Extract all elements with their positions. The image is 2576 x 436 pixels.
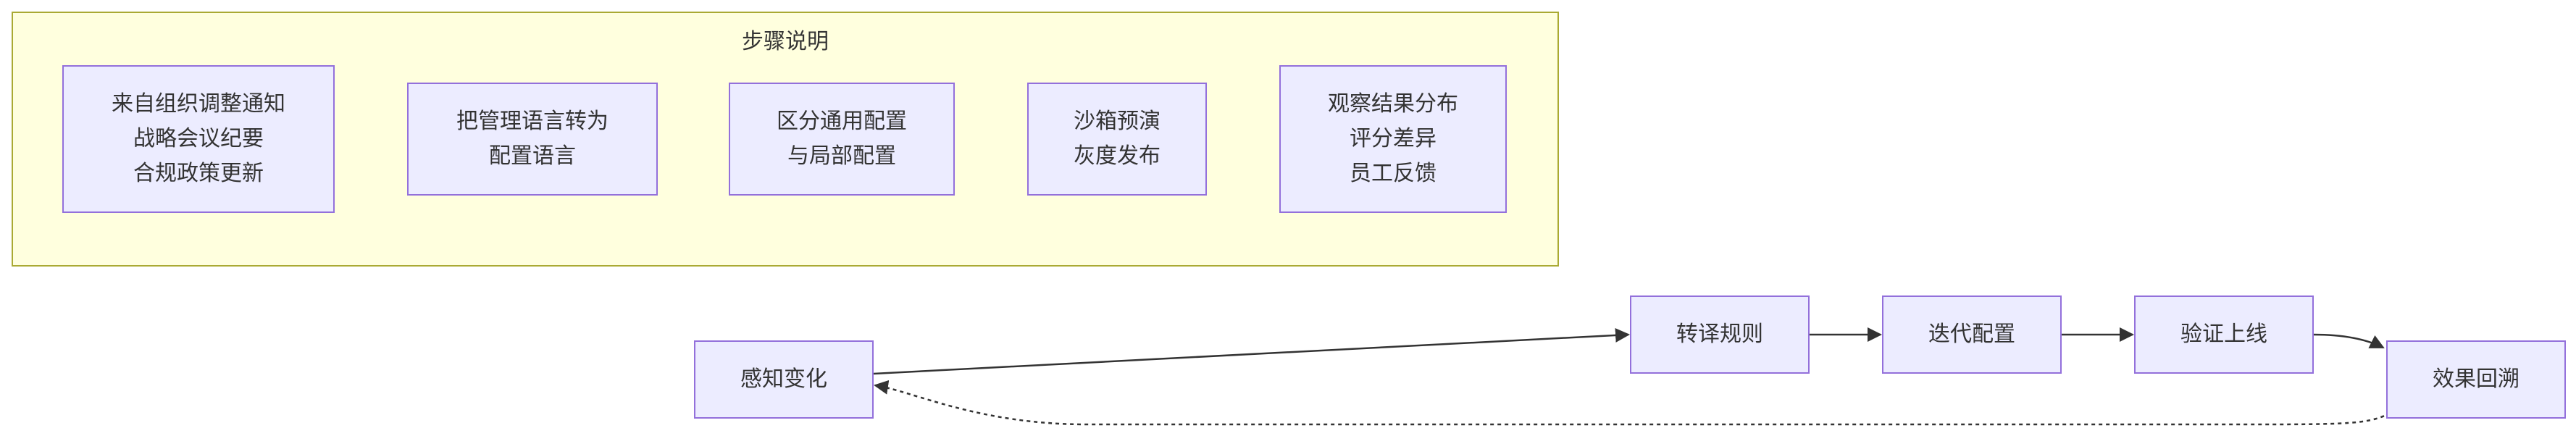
note-config: 区分通用配置 与局部配置 xyxy=(729,83,955,196)
node-label: 转译规则 xyxy=(1676,322,1763,347)
note-line: 沙箱预演 xyxy=(1074,109,1161,134)
node-review: 效果回溯 xyxy=(2386,340,2566,419)
note-line: 与局部配置 xyxy=(787,143,896,169)
node-iterate: 迭代配置 xyxy=(1882,295,2062,374)
note-line: 员工反馈 xyxy=(1350,161,1437,186)
node-verify: 验证上线 xyxy=(2134,295,2314,374)
note-line: 配置语言 xyxy=(489,143,576,169)
node-label: 迭代配置 xyxy=(1928,322,2015,347)
cluster-title: 步骤说明 xyxy=(742,29,829,54)
node-translate: 转译规则 xyxy=(1630,295,1810,374)
node-label: 效果回溯 xyxy=(2433,366,2519,392)
note-line: 合规政策更新 xyxy=(133,161,264,186)
node-label: 验证上线 xyxy=(2180,322,2267,347)
node-sense: 感知变化 xyxy=(694,340,874,419)
note-line: 区分通用配置 xyxy=(777,109,907,134)
note-line: 评分差异 xyxy=(1350,126,1437,151)
note-sources: 来自组织调整通知 战略会议纪要 合规政策更新 xyxy=(62,65,335,213)
note-observe: 观察结果分布 评分差异 员工反馈 xyxy=(1279,65,1507,213)
note-line: 灰度发布 xyxy=(1074,143,1161,169)
edge-verify-review xyxy=(2313,333,2385,349)
edge-sense-translate xyxy=(873,327,1630,375)
note-line: 把管理语言转为 xyxy=(456,109,609,134)
note-line: 观察结果分布 xyxy=(1328,91,1458,117)
node-label: 感知变化 xyxy=(740,366,827,392)
note-line: 战略会议纪要 xyxy=(133,126,264,151)
note-line: 来自组织调整通知 xyxy=(112,91,285,117)
note-release: 沙箱预演 灰度发布 xyxy=(1027,83,1207,196)
edge-review-sense xyxy=(874,380,2391,426)
note-translate: 把管理语言转为 配置语言 xyxy=(407,83,658,196)
